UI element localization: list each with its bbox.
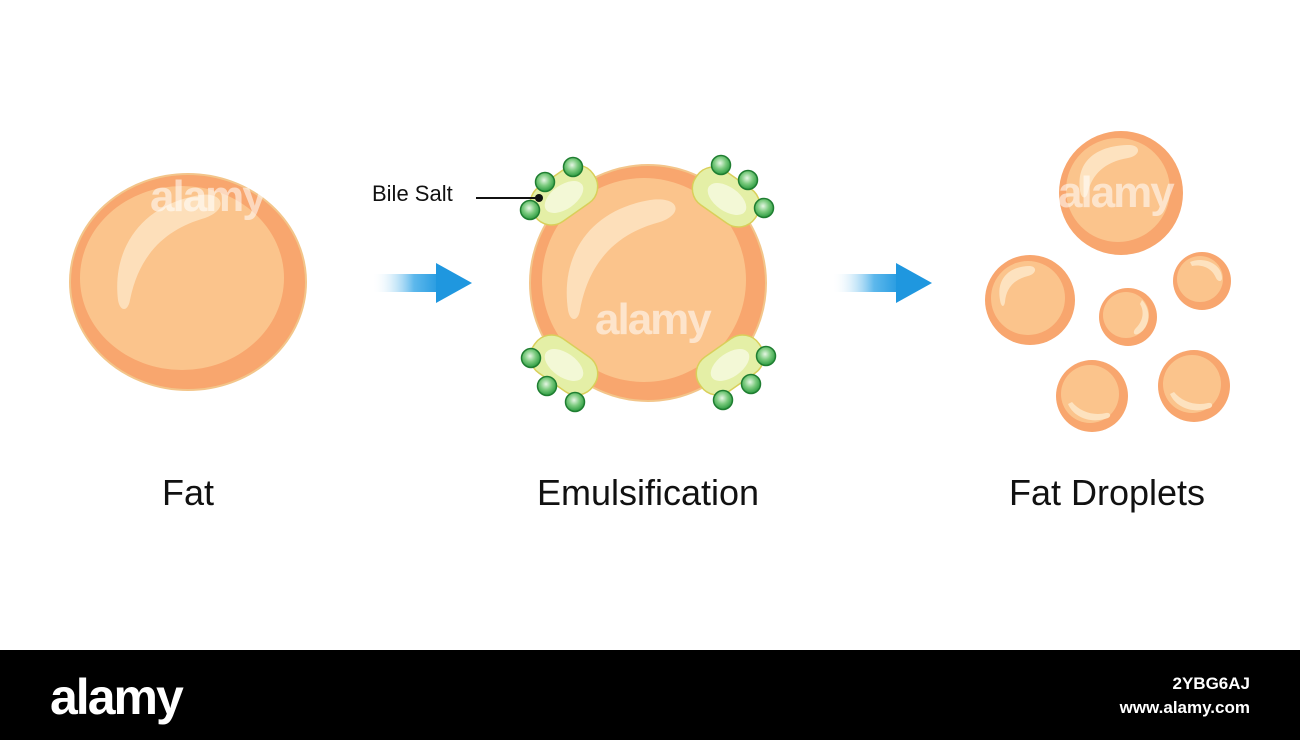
bile-salt-leader-line [476, 194, 543, 202]
emulsified-globule [529, 164, 767, 402]
watermark-text: alamy [1058, 168, 1175, 217]
bile-salt-bottom-left [520, 334, 599, 413]
emulsification-diagram [69, 131, 1231, 432]
alamy-logo[interactable]: alamy [50, 669, 184, 725]
droplet [1158, 350, 1230, 422]
footer-bar: alamy 2YBG6AJ www.alamy.com [0, 650, 1300, 740]
arrow-right-icon [372, 263, 472, 303]
fat-droplets [985, 131, 1231, 432]
caption-fat-droplets: Fat Droplets [1008, 472, 1206, 513]
watermark-text: alamy [150, 172, 267, 221]
caption-fat: Fat [161, 472, 214, 513]
droplet [985, 255, 1075, 345]
droplet [1056, 360, 1128, 432]
bile-salt-top-right [691, 154, 775, 228]
bile-salt-top-left [519, 156, 599, 226]
image-code: 2YBG6AJ [1172, 674, 1250, 693]
caption-emulsification: Emulsification [536, 472, 760, 513]
droplet [1059, 131, 1183, 255]
droplet [1099, 288, 1157, 346]
site-url[interactable]: www.alamy.com [1119, 698, 1250, 717]
bile-salt-label: Bile Salt [372, 181, 453, 206]
bile-salt-bottom-right [695, 334, 777, 411]
fat-globule [69, 173, 307, 391]
watermark-text: alamy [595, 295, 712, 344]
droplet [1173, 252, 1231, 310]
arrow-right-icon [832, 263, 932, 303]
